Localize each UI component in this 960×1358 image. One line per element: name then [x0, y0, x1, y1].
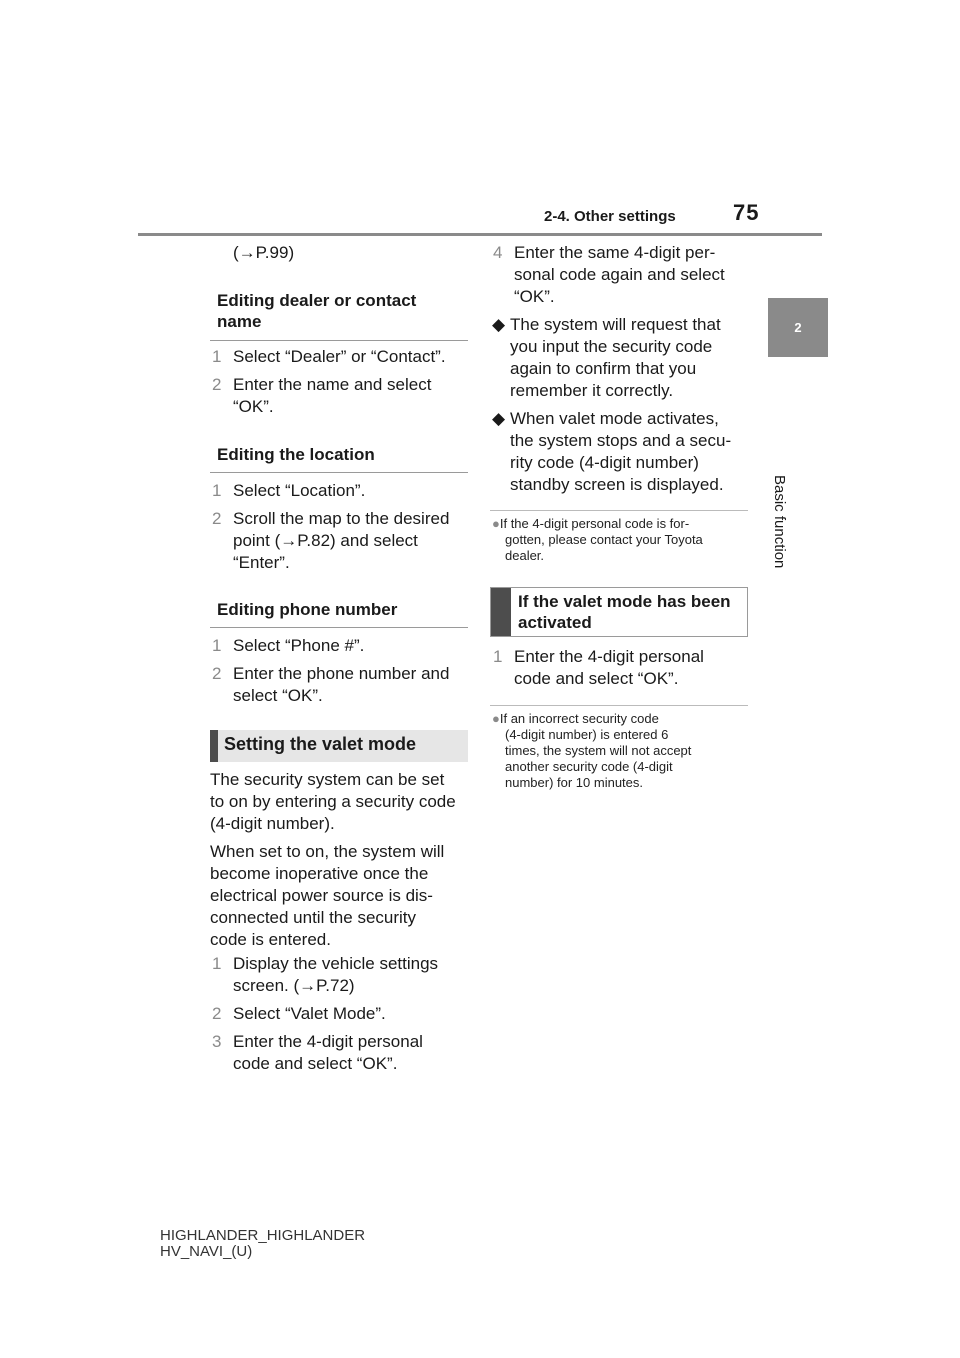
heading-bar — [210, 730, 218, 762]
footer-model-code: HIGHLANDER_HIGHLANDER HV_NAVI_(U) — [160, 1227, 366, 1260]
paragraph-line: to on by entering a security code — [210, 792, 456, 811]
paragraph-line: electrical power source is dis- — [210, 886, 433, 905]
dealer-heading-line1: Editing dealer or contact — [217, 291, 417, 310]
page-number: 75 — [733, 200, 760, 225]
heading-rule — [210, 627, 468, 628]
bullet-text: standby screen is displayed. — [510, 475, 724, 494]
location-heading: Editing the location — [217, 445, 375, 464]
page-reference: (→P.99) — [233, 243, 295, 262]
note-line: times, the system will not accept — [505, 743, 692, 758]
bullet-text: you input the security code — [510, 337, 713, 356]
note-line: dealer. — [505, 548, 545, 563]
valet-activated-heading: If the valet mode has been activated — [490, 587, 748, 637]
bullet-text: rity code (4-digit number) — [510, 453, 699, 472]
note-line: number) for 10 minutes. — [505, 775, 644, 790]
heading-rule — [210, 472, 468, 473]
step-text: “OK”. — [233, 397, 274, 416]
heading-rule — [210, 340, 468, 341]
bullet-text: The system will request that — [510, 315, 721, 334]
step-text: sonal code again and select — [514, 265, 725, 284]
bullet-text: the system stops and a secu- — [510, 431, 732, 450]
phone-heading: Editing phone number — [217, 600, 398, 619]
note-divider — [490, 510, 748, 511]
heading-bar — [491, 588, 511, 636]
header-divider — [138, 233, 822, 236]
bullet-text: again to confirm that you — [510, 359, 697, 378]
valet-mode-heading: Setting the valet mode — [210, 730, 468, 762]
note-line: ●If the 4-digit personal code is for- — [492, 516, 690, 531]
circle-bullet-icon: ● — [492, 516, 500, 531]
section-title: 2-4. Other settings — [544, 208, 676, 225]
bullet-text: When valet mode activates, — [510, 409, 719, 428]
step-text: code and select “OK”. — [233, 1054, 398, 1073]
diamond-bullet-icon: ◆ — [492, 315, 506, 334]
note-divider — [490, 705, 748, 706]
note-line: ●If an incorrect security code — [492, 711, 659, 726]
note-line: another security code (4-digit — [505, 759, 673, 774]
step-text: code and select “OK”. — [514, 669, 679, 688]
paragraph-line: code is entered. — [210, 930, 331, 949]
chapter-tab-number: 2 — [794, 320, 802, 335]
diamond-bullet-icon: ◆ — [492, 409, 506, 428]
note-line: gotten, please contact your Toyota — [505, 532, 703, 547]
box-heading-text: If the valet mode has been activated — [518, 592, 731, 632]
valet-heading-text: Setting the valet mode — [224, 734, 417, 754]
note-line: (4-digit number) is entered 6 — [505, 727, 669, 742]
paragraph-line: The security system can be set — [210, 770, 445, 789]
paragraph-line: When set to on, the system will — [210, 842, 445, 861]
step-text: “OK”. — [514, 287, 555, 306]
paragraph-line: become inoperative once the — [210, 864, 429, 883]
step-text: select “OK”. — [233, 686, 323, 705]
bullet-text: remember it correctly. — [510, 381, 674, 400]
dealer-heading-line2: name — [217, 312, 262, 331]
chapter-tab: 2 — [768, 298, 828, 357]
paragraph-line: (4-digit number). — [210, 814, 335, 833]
step-text: screen. (→P.72) — [233, 976, 355, 995]
step-text: point (→P.82) and select — [233, 531, 418, 550]
paragraph-line: connected until the security — [210, 908, 417, 927]
circle-bullet-icon: ● — [492, 711, 500, 726]
step-text: “Enter”. — [233, 553, 290, 572]
